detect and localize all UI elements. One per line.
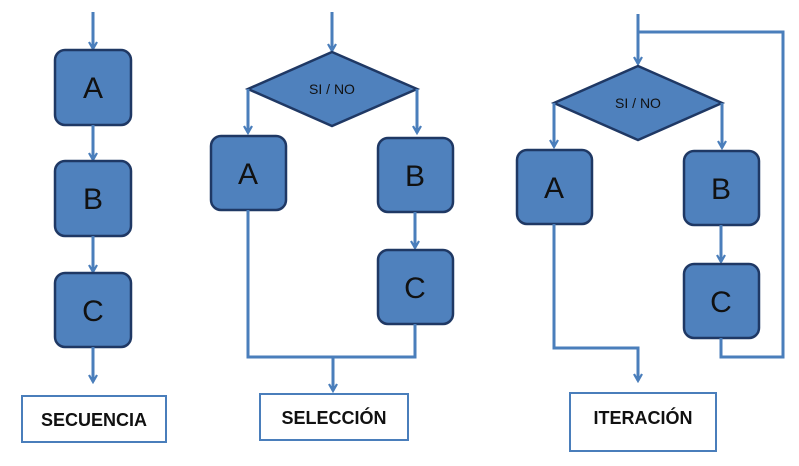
seleccion-flow: SI / NO A B C SELECCIÓN <box>209 12 455 441</box>
iteracion-exit-arrow <box>552 224 638 381</box>
iteracion-decision-label: SI / NO <box>615 95 661 111</box>
secuencia-label-box <box>21 395 167 443</box>
iteracion-decision-diamond <box>550 64 726 142</box>
iteracion-loop-back-line <box>638 30 785 359</box>
iteracion-box-c-label: C <box>710 286 732 319</box>
iteracion-label-box <box>569 392 717 452</box>
iteracion-box-b-label: B <box>711 173 731 206</box>
secuencia-label: SECUENCIA <box>41 410 147 430</box>
iteracion-flow: SI / NO A B C ITERACIÓN <box>515 14 785 452</box>
seleccion-decision-diamond <box>244 50 421 128</box>
seleccion-box-c-label: C <box>404 272 426 305</box>
seleccion-box-b-label: B <box>405 160 425 193</box>
iteracion-label: ITERACIÓN <box>594 407 693 428</box>
secuencia-box-b-label: B <box>83 183 103 216</box>
seleccion-label: SELECCIÓN <box>281 407 386 428</box>
secuencia-flow: A B C SECUENCIA <box>21 12 167 443</box>
seleccion-decision-label: SI / NO <box>309 81 355 97</box>
secuencia-box-a-label: A <box>83 72 103 105</box>
seleccion-label-box <box>259 393 409 441</box>
secuencia-box-c-label: C <box>82 295 104 328</box>
iteracion-box-a-label: A <box>544 172 564 205</box>
seleccion-box-a-label: A <box>238 158 258 191</box>
